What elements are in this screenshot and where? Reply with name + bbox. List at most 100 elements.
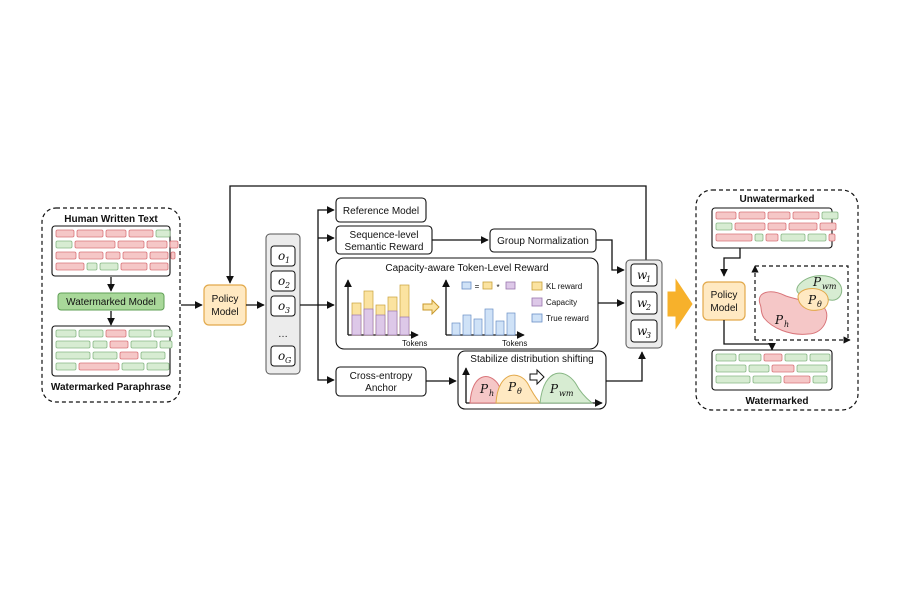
- watermarked-token: [752, 375, 782, 384]
- true-reward-chart: Tokens: [442, 279, 527, 348]
- paraphrase-token: [105, 329, 127, 338]
- capacity-bar: [375, 314, 386, 336]
- weight-subscript: 1: [646, 275, 651, 284]
- watermarked-token: [796, 364, 828, 373]
- capacity-bar: [399, 316, 410, 336]
- policy-model: Policy Model: [203, 284, 247, 326]
- watermarked-token: [715, 364, 747, 373]
- weight-symbol: w: [637, 324, 648, 338]
- legend-swatch-capacity: [531, 297, 543, 307]
- paraphrase-token: [128, 329, 152, 338]
- watermarked-token: [784, 353, 808, 362]
- weight-subscript: 3: [646, 331, 651, 340]
- unwatermarked-label: Unwatermarked: [739, 194, 814, 205]
- unwatermarked-token: [828, 233, 836, 242]
- legend-true: True reward: [546, 314, 589, 323]
- human-token: [122, 251, 148, 260]
- weight-symbol: w: [637, 296, 648, 310]
- right-policy-model-box: [702, 281, 746, 321]
- human-token: [128, 229, 154, 238]
- output-box: [270, 270, 296, 292]
- true-reward-bar: [506, 312, 516, 336]
- paraphrase-token: [146, 362, 170, 371]
- human-token: [149, 251, 169, 260]
- human-token: [117, 240, 145, 249]
- left-panel-border: [41, 207, 181, 403]
- watermarked-token: [771, 364, 795, 373]
- left-panel: Human Written Text Watermarked Model Wat…: [41, 207, 181, 403]
- policy-model-line1: Policy: [212, 294, 239, 305]
- watermarked-paraphrase-label: Watermarked Paraphrase: [51, 382, 172, 393]
- paraphrase-token: [55, 340, 91, 349]
- unwatermarked-token: [715, 211, 737, 220]
- human-token: [155, 229, 171, 238]
- branch-arrows: [300, 206, 335, 384]
- semantic-reward-line1: Sequence-level: [350, 230, 419, 241]
- watermarked-token: [715, 375, 751, 384]
- right-ptheta-symbol: P: [807, 293, 817, 307]
- watermarked-token-rows: [715, 353, 831, 384]
- shift-arrow: [529, 368, 545, 386]
- human-token: [105, 251, 121, 260]
- right-dist-ptheta: [797, 288, 829, 311]
- reference-model-box: [335, 197, 427, 223]
- true-reward-bar: [451, 322, 461, 336]
- human-token: [78, 251, 104, 260]
- unwatermarked-token: [715, 222, 733, 231]
- paraphrase-token: [78, 362, 120, 371]
- right-panel-border: [695, 189, 859, 411]
- watermarked-token: [783, 375, 811, 384]
- eq-equals: =: [475, 282, 480, 291]
- legend-kl: KL reward: [546, 282, 582, 291]
- capacity-bar: [387, 310, 398, 336]
- unwatermarked-token: [734, 222, 766, 231]
- watermarked-model-label: Watermarked Model: [66, 297, 156, 308]
- output-symbol: o: [278, 274, 285, 288]
- reference-model-label: Reference Model: [343, 206, 419, 217]
- human-token: [74, 240, 116, 249]
- dist-ptheta-sub: θ: [517, 387, 522, 396]
- unwatermarked-token: [792, 211, 820, 220]
- true-reward-bar: [484, 308, 494, 336]
- capacity-bar: [351, 314, 362, 336]
- unwatermarked-token: [807, 233, 827, 242]
- policy-model-line2: Model: [211, 307, 238, 318]
- eq-times: *: [496, 283, 499, 292]
- human-text-title: Human Written Text: [64, 214, 158, 225]
- output-symbol: o: [278, 249, 285, 263]
- unwatermarked-token: [819, 222, 837, 231]
- paraphrase-token: [153, 329, 173, 338]
- arrow-gn-to-w1: [596, 239, 625, 274]
- human-token: [170, 251, 176, 260]
- right-ph-symbol: P: [774, 313, 784, 327]
- token-reward-legend: KL reward Capacity True reward: [531, 281, 589, 323]
- dist-ptheta-symbol: P: [507, 380, 517, 394]
- human-token: [169, 240, 179, 249]
- token-reward-panel: Capacity-aware Token-Level Reward Tokens…: [335, 257, 599, 350]
- unwatermarked-token: [738, 211, 766, 220]
- human-token: [55, 262, 85, 271]
- right-pwm-sub: wm: [822, 282, 837, 291]
- legend-swatch-kl: [531, 281, 543, 291]
- semantic-reward-line2: Semantic Reward: [345, 242, 424, 253]
- arrow-policy-to-wm: [723, 320, 776, 351]
- stabilize-panel: Stabilize distribution shifting P h P θ …: [457, 350, 607, 410]
- paraphrase-token-rows: [55, 329, 173, 371]
- true-reward-bar: [473, 318, 483, 336]
- watermarked-model-box: [57, 292, 165, 311]
- policy-model-box: [203, 284, 247, 326]
- human-token: [76, 229, 104, 238]
- dist-ptheta-shape: [495, 374, 542, 404]
- unwatermarked-token: [767, 222, 787, 231]
- unwatermarked-token: [715, 233, 753, 242]
- reward-equation: = *: [461, 281, 516, 292]
- paraphrase-token: [130, 340, 158, 349]
- output-ellipsis: …: [278, 329, 288, 340]
- paraphrase-token: [140, 351, 166, 360]
- output-box: [270, 245, 296, 267]
- watermarked-token: [715, 353, 737, 362]
- cross-entropy-line2: Anchor: [365, 383, 397, 394]
- human-token: [120, 262, 148, 271]
